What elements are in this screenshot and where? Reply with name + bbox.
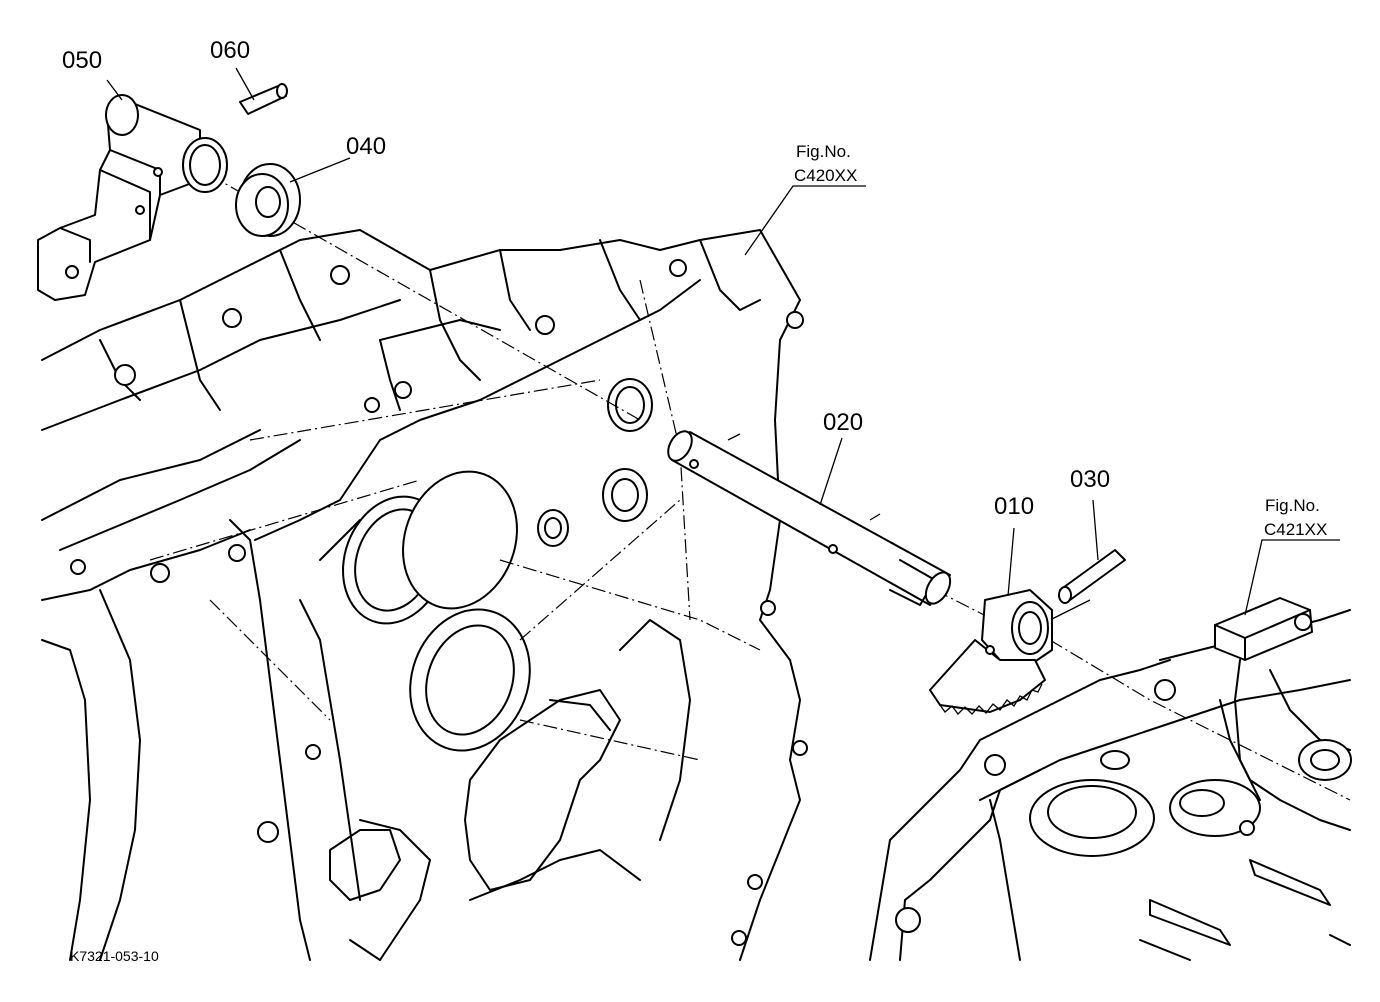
part-030-pin — [1058, 549, 1126, 604]
part-060-pin — [239, 83, 288, 115]
figure-ref-1-line2: C420XX — [794, 166, 857, 185]
figure-ref-2-line1: Fig.No. — [1265, 496, 1320, 515]
callout-040: 040 — [346, 133, 386, 160]
callout-060: 060 — [210, 37, 250, 64]
figure-ref-2-line2: C421XX — [1264, 520, 1327, 539]
part-050-lever — [37, 94, 201, 301]
leader-lines — [106, 67, 1340, 616]
circlip-ring — [182, 137, 228, 193]
callout-010: 010 — [994, 493, 1034, 520]
drawing-code: K7321-053-10 — [70, 948, 159, 964]
figure-ref-1-line1: Fig.No. — [796, 142, 851, 161]
assembly-axis-line-3 — [1049, 599, 1091, 621]
callout-050: 050 — [62, 47, 102, 74]
callout-020: 020 — [823, 409, 863, 436]
part-010-sector-gear — [929, 589, 1053, 715]
part-020-shaft — [667, 430, 952, 606]
transmission-housing — [41, 229, 808, 961]
right-housing — [869, 597, 1352, 961]
part-040-seal — [235, 163, 301, 237]
callout-030: 030 — [1070, 466, 1110, 493]
